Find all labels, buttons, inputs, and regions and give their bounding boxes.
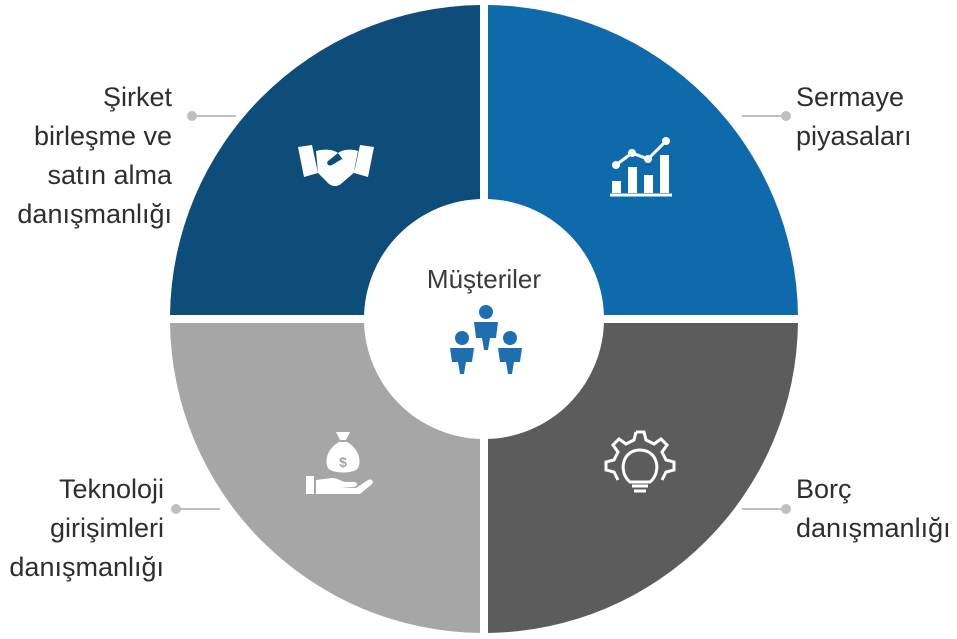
- label-capital-line-2: piyasaları: [796, 121, 912, 151]
- connector-capital: [742, 111, 791, 121]
- label-mergers-line-2: birleşme ve: [33, 121, 172, 151]
- label-capital-line-1: Sermaye: [796, 82, 905, 112]
- label-tech-line-1: Teknoloji: [58, 474, 164, 504]
- label-tech-line-3: danışmanlığı: [9, 552, 164, 582]
- center-title: Müşteriler: [426, 264, 542, 294]
- label-mergers-line-1: Şirket: [102, 82, 172, 112]
- label-debt-line-2: danışmanlığı: [796, 513, 951, 543]
- connector-mergers: [187, 111, 236, 121]
- label-debt: Borç danışmanlığı: [796, 470, 951, 548]
- label-debt-line-1: Borç: [796, 474, 852, 504]
- svg-text:$: $: [339, 454, 347, 470]
- center-hub: [364, 199, 604, 439]
- label-mergers: Şirket birleşme ve satın alma danışmanlı…: [17, 78, 172, 234]
- label-tech-line-2: girişimleri: [50, 513, 164, 543]
- bar-chart-growth-icon: [610, 137, 672, 197]
- connector-debt: [742, 504, 791, 514]
- label-mergers-line-3: satın alma: [47, 160, 172, 190]
- gear-lightbulb-icon: [604, 430, 676, 493]
- label-capital: Sermaye piyasaları: [796, 78, 912, 156]
- handshake-icon: [298, 145, 374, 186]
- money-bag-hand-icon: $: [306, 432, 373, 494]
- label-tech: Teknoloji girişimleri danışmanlığı: [9, 470, 164, 587]
- people-group-icon: [450, 305, 522, 374]
- label-mergers-line-4: danışmanlığı: [17, 199, 172, 229]
- connector-tech: [171, 504, 220, 514]
